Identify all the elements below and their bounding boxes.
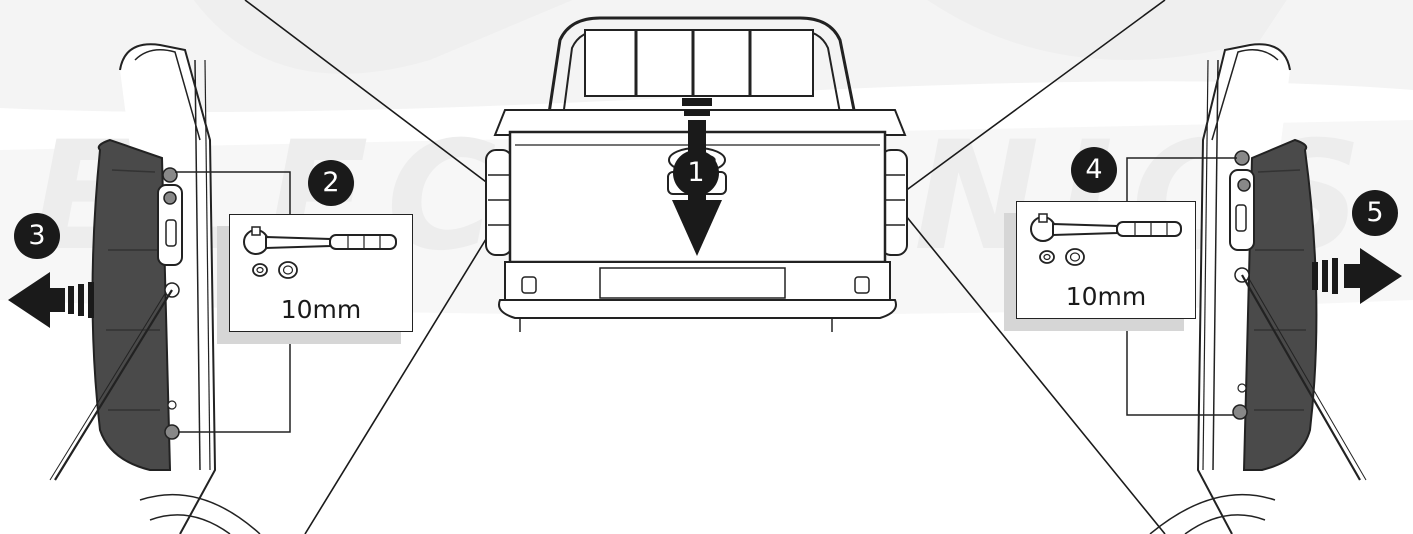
socket-icon [252, 261, 298, 279]
step-badge-2: 2 [308, 160, 354, 206]
left-tail-lamp-detail [49, 43, 291, 534]
socket-icon [1039, 248, 1085, 266]
tool-box-right: 10mm [1016, 201, 1196, 319]
ratchet-wrench-icon [1030, 213, 1182, 266]
callout-lines [244, 0, 1166, 534]
right-tail-lamp-detail [1126, 43, 1367, 534]
tool-size-label: 10mm [1065, 282, 1147, 311]
step-badge-3: 3 [14, 213, 60, 259]
ratchet-wrench-icon [243, 226, 397, 279]
left-arrow-icon [8, 272, 94, 328]
step-badge-5: 5 [1352, 190, 1398, 236]
step-badge-1: 1 [673, 150, 719, 196]
tool-size-label: 10mm [280, 295, 362, 324]
tool-box-left: 10mm [229, 214, 413, 332]
step-badge-4: 4 [1071, 147, 1117, 193]
right-arrow-icon [1312, 248, 1402, 304]
